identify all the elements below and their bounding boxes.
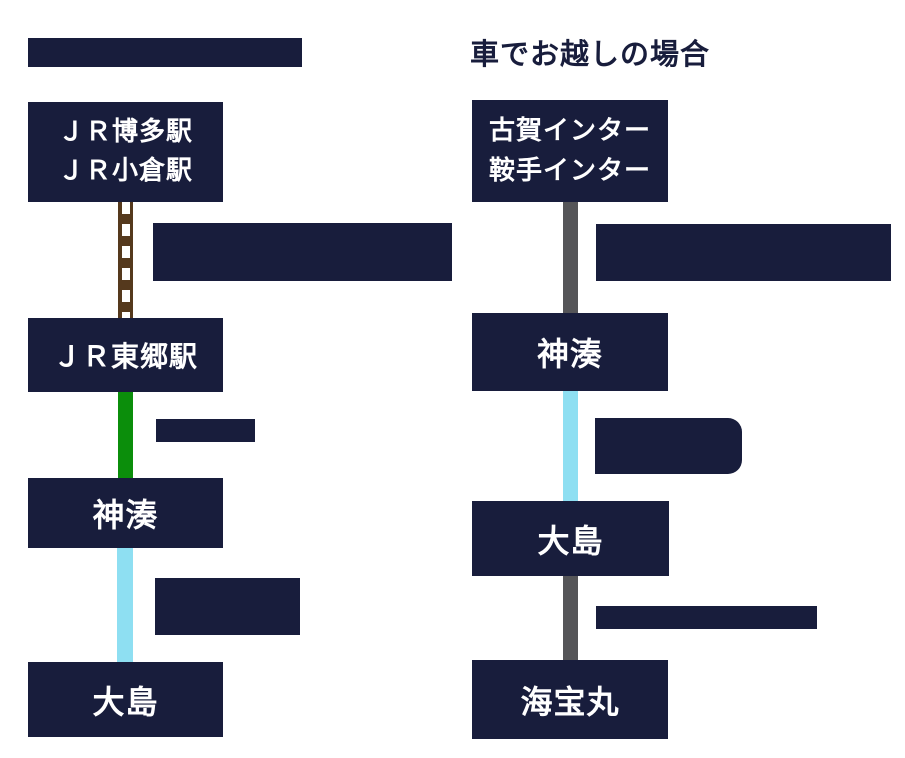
bus-segment-label-bar [156,419,255,442]
road-segment-label-bar-lower [596,606,817,629]
node-box-konominato-right: 神湊 [472,313,668,391]
station-box-togo: ＪＲ東郷駅 [28,318,223,392]
road-segment-label-bar-upper [596,224,891,281]
train-route-header-bar [28,38,302,67]
road-line-lower [563,576,578,660]
bus-line [118,392,133,478]
station-box-hakata-kokura: ＪＲ博多駅 ＪＲ小倉駅 [28,102,223,202]
ferry-line-right [563,391,578,501]
road-line-upper [563,202,578,313]
ferry-segment-label-bar-left [155,578,300,635]
station-box-oshima-left: 大島 [28,662,223,737]
node-box-interchange: 古賀インター 鞍手インター [472,100,668,202]
rail-segment-label-bar [153,223,452,281]
car-route-header: 車でお越しの場合 [470,37,711,71]
node-box-kaihomaru: 海宝丸 [472,660,668,739]
node-box-oshima-right: 大島 [472,501,669,576]
ferry-segment-label-bar-right [595,418,742,474]
ferry-line-left [117,548,133,662]
station-box-konominato-left: 神湊 [28,478,223,548]
rail-line [118,202,133,318]
